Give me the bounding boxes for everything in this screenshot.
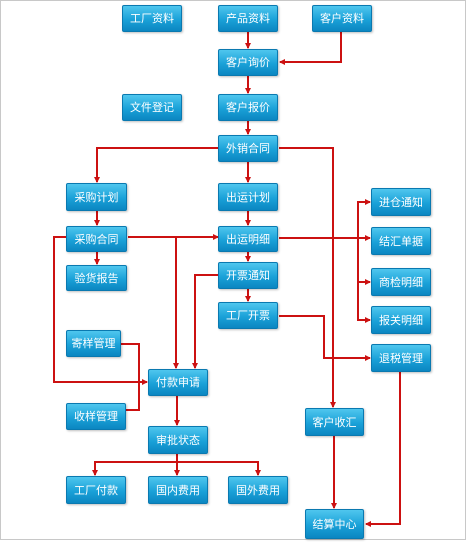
node-payment-request[interactable]: 付款申请 bbox=[148, 369, 208, 396]
edge-bus-to-inspection bbox=[357, 238, 371, 285]
edge-tax-to-settlement bbox=[365, 372, 401, 527]
node-customer-info[interactable]: 客户资料 bbox=[312, 5, 372, 32]
edge-approval-to-factory-pay bbox=[92, 454, 178, 476]
node-inspection-report[interactable]: 验货报告 bbox=[66, 265, 127, 291]
node-invoice-notice[interactable]: 开票通知 bbox=[218, 262, 278, 289]
edge-bus-to-stock bbox=[357, 199, 371, 238]
node-domestic-fee[interactable]: 国内费用 bbox=[148, 476, 208, 504]
node-purchase-plan[interactable]: 采购计划 bbox=[66, 183, 127, 211]
edge-invoice-to-payment bbox=[192, 274, 218, 369]
node-product-info[interactable]: 产品资料 bbox=[218, 5, 278, 32]
node-tax-refund[interactable]: 退税管理 bbox=[371, 344, 431, 372]
node-customs-detail[interactable]: 报关明细 bbox=[371, 306, 431, 334]
edge-customer-to-inquiry bbox=[279, 31, 342, 65]
edge-factory-invoice-to-tax bbox=[279, 315, 371, 361]
edge-bus-to-customs bbox=[357, 282, 371, 323]
node-stock-notice[interactable]: 进仓通知 bbox=[371, 188, 431, 216]
node-inspection-detail[interactable]: 商检明细 bbox=[371, 268, 431, 296]
edge-contract-to-receipt bbox=[279, 147, 336, 408]
edge-sample-send-to-payment bbox=[121, 343, 140, 411]
node-file-register[interactable]: 文件登记 bbox=[122, 94, 182, 121]
node-shipping-detail[interactable]: 出运明细 bbox=[218, 226, 278, 252]
edge-purchase-contract-to-payment bbox=[53, 236, 148, 385]
node-factory-invoice[interactable]: 工厂开票 bbox=[218, 302, 278, 329]
node-customer-receipt[interactable]: 客户收汇 bbox=[305, 408, 364, 436]
node-customer-quote[interactable]: 客户报价 bbox=[218, 94, 278, 121]
node-purchase-contract[interactable]: 采购合同 bbox=[66, 226, 127, 252]
node-approval-status[interactable]: 审批状态 bbox=[148, 426, 208, 454]
node-shipping-plan[interactable]: 出运计划 bbox=[218, 183, 278, 211]
edge-approval-to-foreign bbox=[177, 461, 261, 476]
node-sample-receive[interactable]: 收样管理 bbox=[66, 403, 126, 430]
node-factory-info[interactable]: 工厂资料 bbox=[122, 5, 182, 32]
node-customer-inquiry[interactable]: 客户询价 bbox=[218, 49, 278, 76]
node-settlement-center[interactable]: 结算中心 bbox=[305, 509, 364, 539]
node-export-contract[interactable]: 外销合同 bbox=[218, 135, 278, 162]
node-factory-payment[interactable]: 工厂付款 bbox=[66, 476, 126, 504]
node-settlement-doc[interactable]: 结汇单据 bbox=[371, 227, 431, 255]
edge-contract-to-purchase-plan bbox=[94, 147, 218, 183]
node-sample-send[interactable]: 寄样管理 bbox=[66, 330, 121, 357]
node-foreign-fee[interactable]: 国外费用 bbox=[228, 476, 288, 504]
